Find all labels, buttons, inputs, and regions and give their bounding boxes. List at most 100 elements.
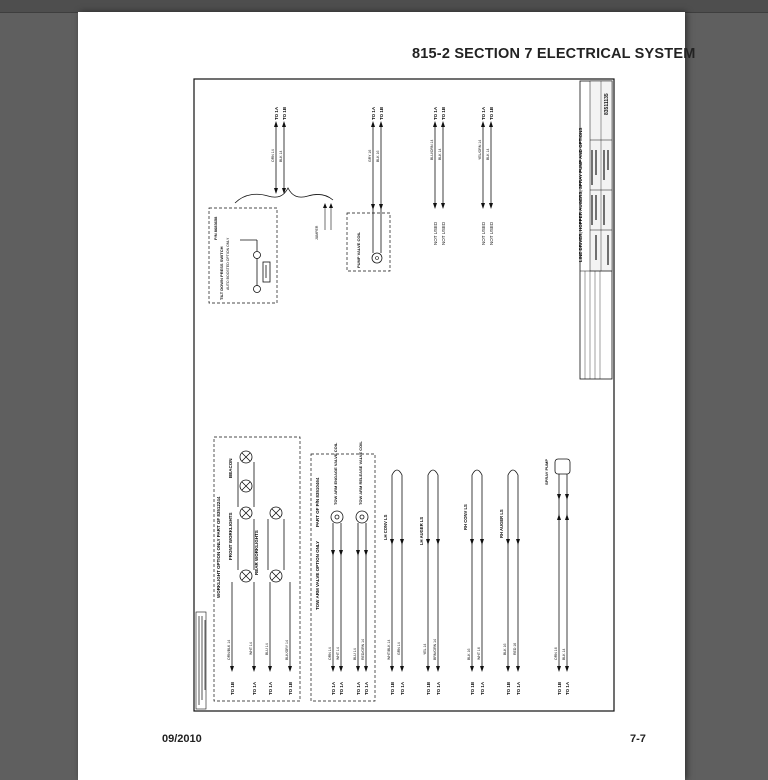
footer-date: 09/2010 (162, 733, 202, 745)
wire-label: GRY 16 (368, 150, 372, 162)
drawing-frame (193, 78, 615, 712)
wire-label: BLK 14 (486, 148, 490, 160)
to-1b-top-1: TO 1B (282, 106, 287, 120)
document-page (78, 12, 685, 780)
wire-label: WHT 14 (249, 642, 253, 655)
wire-label: YEL 14 (423, 644, 427, 655)
rh-auger-label: RH AUGER LS (499, 509, 504, 538)
loop-arrows (390, 539, 520, 672)
valve-coil-symbol (371, 252, 383, 264)
worklight-group (213, 436, 301, 702)
rh-conv-label: RH CONV LS (463, 504, 468, 530)
worklight-group-label: WORKLIGHT OPTION ONLY PART OF 83512244 (216, 496, 221, 598)
tow-release-label: TOW ARM RELEASE VALVE COIL (358, 441, 363, 505)
to-label-bottom: TO 1B (557, 681, 562, 695)
to-1b-top-3: TO 1B (441, 106, 446, 120)
tow-arm-arrows (331, 550, 368, 672)
lh-conv-label: LH CONV LS (383, 514, 388, 540)
spray-pump-arrows (557, 494, 569, 672)
wire-label: BLU 14 (353, 648, 357, 660)
wire-label: BLK 14 (438, 148, 442, 160)
not-used-label: NOT USED (481, 221, 486, 245)
not-used-label: NOT USED (441, 221, 446, 245)
jumper-label: JUMPER (315, 225, 319, 240)
tilt-down-pn: P/N 8683658 (213, 216, 218, 240)
to-label-bottom: TO 1B (426, 681, 431, 695)
wire-label: BLK 16 (503, 643, 507, 655)
tow-arm-part-label: PART OF P/N 83510464 (315, 477, 320, 527)
rear-worklights-label: REAR WORKLIGHTS (254, 530, 259, 575)
title-block-drawing-number: 83511135 (604, 93, 610, 115)
footer-page-number: 7-7 (630, 733, 646, 745)
wire-label: RED 16 (513, 643, 517, 655)
to-label-bottom: TO 1A (252, 681, 257, 695)
notes-box (195, 611, 207, 710)
to-1b-top-4: TO 1B (489, 106, 494, 120)
tow-arm-coils (330, 510, 369, 668)
tow-arm-option-label: TOW ARM VALVE OPTION ONLY (315, 541, 320, 610)
to-1a-top-1: TO 1A (274, 106, 279, 120)
wire-label: WHT/BLK 14 (387, 640, 391, 660)
to-label-bottom: TO 1B (390, 681, 395, 695)
to-label-bottom: TO 1B (230, 681, 235, 695)
to-1b-top-2: TO 1B (379, 106, 384, 120)
wire-label: BLK 14 (279, 150, 283, 162)
wire-label: RED/ORN 14 (361, 639, 365, 660)
limit-switch-loops (391, 469, 519, 668)
to-label-bottom: TO 1B (506, 681, 511, 695)
to-label-bottom: TO 1A (436, 681, 441, 695)
tow-engage-label: TOW ARM ENGAGE VALVE COIL (333, 442, 338, 505)
gravity-valve-group (346, 212, 391, 272)
wire-label: ORN 16 (554, 647, 558, 660)
to-label-bottom: TO 1A (480, 681, 485, 695)
lh-auger-label: LH AUGER LS (419, 517, 424, 545)
to-1a-top-2: TO 1A (371, 106, 376, 120)
wire-label: WHT 16 (477, 647, 481, 660)
to-label-bottom: TO 1A (331, 681, 336, 695)
wire-label: WHT 14 (336, 647, 340, 660)
spray-pump-wires (558, 474, 568, 668)
wire-label: ORN/BLK 14 (227, 640, 231, 660)
wire-label: ORN 14 (328, 647, 332, 660)
to-label-bottom: TO 1B (288, 681, 293, 695)
wire-label: BLU 14 (265, 643, 269, 655)
to-1a-top-3: TO 1A (433, 106, 438, 120)
bottom-arrows-1 (230, 666, 292, 672)
title-block-title: LINE DRIVER, HOPPER AUGERS, SPRAY PUMP A… (578, 128, 583, 262)
wire-label: YEL/ORN 14 (478, 140, 482, 160)
to-label-bottom: TO 1A (516, 681, 521, 695)
to-label-bottom: TO 1A (268, 681, 273, 695)
section-header: 815-2 SECTION 7 ELECTRICAL SYSTEM (412, 46, 696, 62)
tilt-down-group (208, 207, 278, 304)
not-used-label: NOT USED (433, 221, 438, 245)
to-1a-top-4: TO 1A (481, 106, 486, 120)
spray-pump-symbol (554, 458, 571, 475)
tow-arm-group (310, 453, 376, 702)
wire-label: BLU/ORN 14 (430, 140, 434, 160)
wire-label: GRN 14 (397, 642, 401, 655)
title-block: LINE DRIVER, HOPPER AUGERS, SPRAY PUMP A… (578, 80, 613, 380)
to-label-bottom: TO 1A (356, 681, 361, 695)
to-label-bottom: TO 1A (339, 681, 344, 695)
worklight-lamps (231, 450, 291, 668)
to-label-bottom: TO 1A (364, 681, 369, 695)
front-worklights-label: FRONT WORKLIGHTS (228, 513, 233, 561)
wire-label: BLK 14 (562, 648, 566, 660)
to-label-bottom: TO 1A (565, 681, 570, 695)
harness-brace (234, 187, 334, 204)
not-used-label: NOT USED (489, 221, 494, 245)
wire-label: BRN/ORN 14 (433, 639, 437, 660)
beacon-label: BEACON (228, 458, 233, 478)
pump-valve-label: PUMP VALVE COIL (356, 231, 361, 268)
wire-label: ORN 14 (271, 149, 275, 162)
to-label-bottom: TO 1B (470, 681, 475, 695)
wire-label: BLK 16 (467, 648, 471, 660)
wire-label: BLK 16 (376, 150, 380, 162)
tilt-down-label: TILT DOWN PRESS SWITCH (219, 246, 224, 300)
to-label-bottom: TO 1A (400, 681, 405, 695)
wire-label: BLK/GRY 14 (285, 640, 289, 660)
spray-pump-label: SPRAY PUMP (544, 459, 549, 485)
tilt-down-note: AUTO BOOSTED OPTION ONLY (226, 237, 230, 290)
press-switch-symbol (240, 239, 271, 293)
